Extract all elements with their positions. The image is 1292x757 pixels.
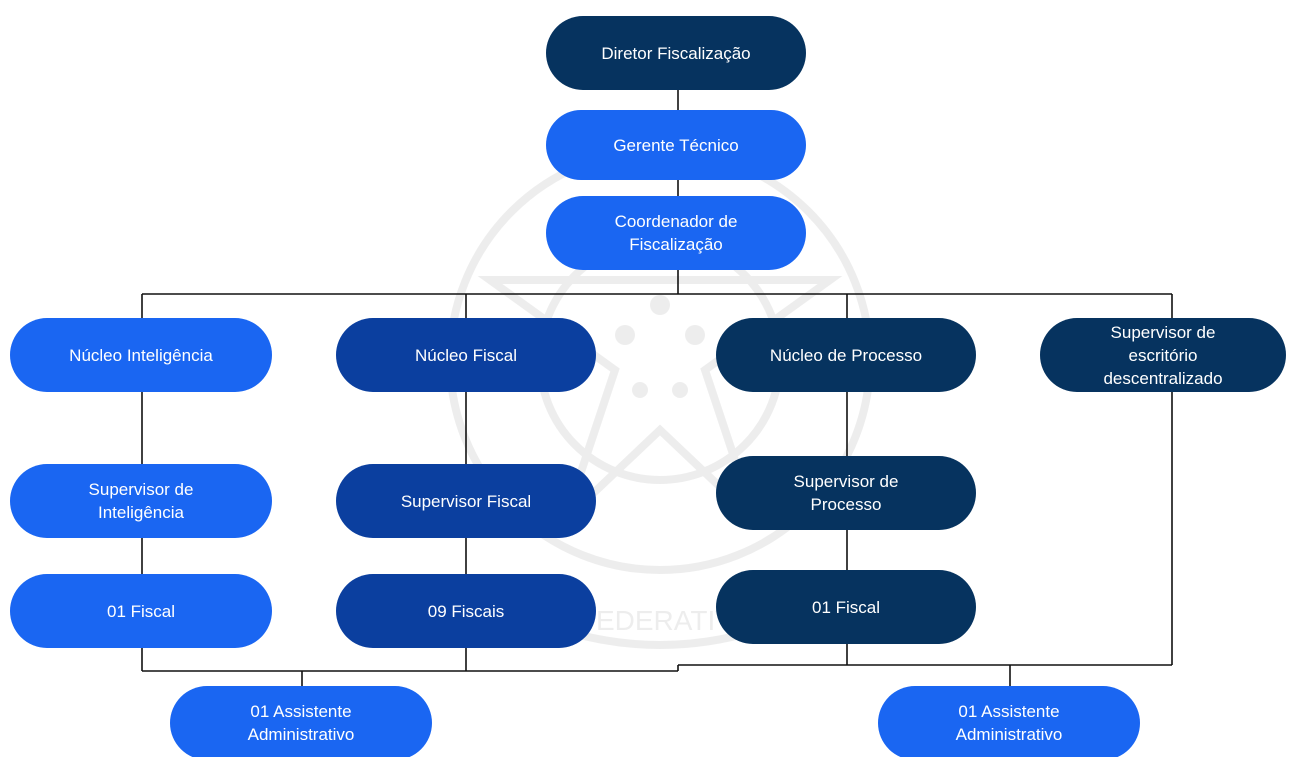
watermark-star-dot bbox=[615, 325, 635, 345]
node-fiscal-inteligencia: 01 Fiscal bbox=[10, 574, 272, 648]
node-nucleo-fiscal: Núcleo Fiscal bbox=[336, 318, 596, 392]
watermark-star-dot bbox=[672, 382, 688, 398]
node-fiscais-nucleo: 09 Fiscais bbox=[336, 574, 596, 648]
node-gerente-tecnico: Gerente Técnico bbox=[546, 110, 806, 180]
node-coordenador-fiscalizacao: Coordenador de Fiscalização bbox=[546, 196, 806, 270]
node-diretor-fiscalizacao: Diretor Fiscalização bbox=[546, 16, 806, 90]
watermark-star-dot bbox=[650, 295, 670, 315]
node-assistente-right: 01 Assistente Administrativo bbox=[878, 686, 1140, 757]
node-fiscal-processo: 01 Fiscal bbox=[716, 570, 976, 644]
watermark-star-dot bbox=[685, 325, 705, 345]
watermark-star-dot bbox=[632, 382, 648, 398]
node-supervisor-fiscal: Supervisor Fiscal bbox=[336, 464, 596, 538]
node-nucleo-processo: Núcleo de Processo bbox=[716, 318, 976, 392]
node-assistente-left: 01 Assistente Administrativo bbox=[170, 686, 432, 757]
node-nucleo-inteligencia: Núcleo Inteligência bbox=[10, 318, 272, 392]
node-supervisor-inteligencia: Supervisor de Inteligência bbox=[10, 464, 272, 538]
watermark-small-stars bbox=[615, 295, 705, 398]
node-supervisor-escritorio: Supervisor de escritório descentralizado bbox=[1040, 318, 1286, 392]
node-supervisor-processo: Supervisor de Processo bbox=[716, 456, 976, 530]
watermark-star bbox=[477, 276, 843, 523]
